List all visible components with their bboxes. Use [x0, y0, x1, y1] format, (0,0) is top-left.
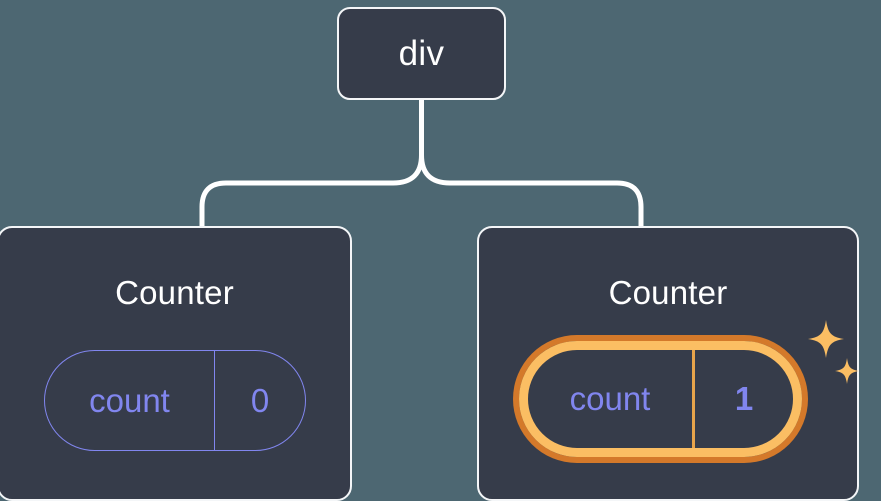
node-counter-right-title: Counter [608, 274, 728, 311]
state-key-label: count [528, 350, 695, 448]
sparkle-large-icon [808, 320, 844, 358]
sparkle-group [808, 320, 859, 384]
node-counter-left[interactable]: Counter count 0 [0, 226, 352, 501]
node-div[interactable]: div [337, 7, 506, 100]
connector-branch-left [199, 154, 424, 227]
node-counter-right[interactable]: Counter count 1 [477, 226, 859, 501]
node-counter-left-title: Counter [115, 274, 234, 311]
state-pill-count-right[interactable]: count 1 [519, 341, 802, 457]
node-div-label: div [398, 33, 445, 73]
state-value-label: 0 [250, 381, 270, 419]
state-key-label: count [45, 351, 215, 450]
state-value-label: 1 [734, 380, 754, 417]
state-pill-count-left[interactable]: count 0 [44, 350, 306, 451]
sparkle-small-icon [835, 358, 859, 384]
connector-branch-right [419, 154, 644, 227]
